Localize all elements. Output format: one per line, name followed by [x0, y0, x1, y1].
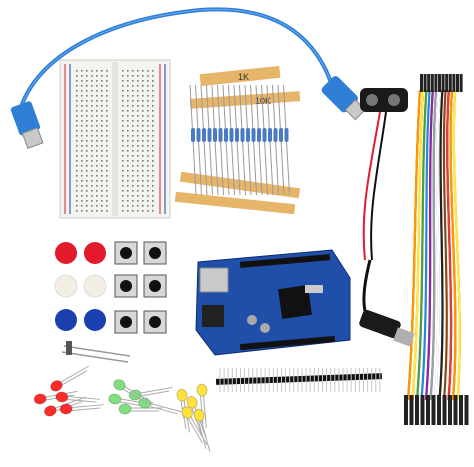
jumper-wire — [406, 89, 422, 401]
jumper-connector — [464, 395, 469, 425]
resistor-10k-label: 10K — [255, 96, 271, 106]
jumper-connector — [404, 395, 408, 425]
jumper-connector — [420, 395, 425, 425]
led — [193, 408, 211, 452]
resistor-body — [202, 128, 206, 142]
resistor-body — [196, 128, 201, 142]
jumper-wire — [433, 89, 441, 401]
red-button-cap — [84, 242, 106, 264]
usb-cable — [10, 7, 366, 149]
jumper-wire — [415, 89, 428, 401]
led — [59, 403, 104, 415]
resistor-body — [191, 128, 195, 142]
resistor-body — [218, 128, 223, 142]
jumper-connector — [441, 74, 445, 92]
resistor-body — [262, 128, 267, 142]
jumper-wires — [404, 74, 469, 425]
blue-button-cap — [84, 309, 106, 331]
jumper-connector — [445, 74, 449, 92]
led — [181, 406, 208, 446]
jumper-wire — [442, 89, 448, 401]
resistor-body — [279, 128, 283, 142]
led — [186, 395, 207, 438]
breadboard — [59, 59, 171, 219]
resistor-body — [235, 128, 239, 142]
jumper-connector — [448, 395, 452, 425]
resistor-body — [246, 128, 250, 142]
led — [55, 391, 100, 403]
jumper-connector — [456, 74, 459, 92]
jumper-connector — [452, 74, 456, 92]
jumper-wire — [424, 89, 434, 401]
jumper-connector — [459, 74, 463, 92]
jumper-connector — [426, 395, 430, 425]
led — [138, 397, 182, 415]
jumper-connector — [431, 395, 436, 425]
tactile-buttons — [54, 241, 167, 334]
red-button-cap — [55, 242, 77, 264]
jumper-connector — [437, 395, 441, 425]
jumper-connector — [430, 74, 434, 92]
jumper-wire — [411, 89, 425, 401]
jumper-connector — [427, 74, 431, 92]
resistor-body — [229, 128, 234, 142]
resistor-body — [224, 128, 228, 142]
component-leads — [61, 341, 131, 363]
jumper-connector — [409, 395, 414, 425]
jumper-connector — [438, 74, 441, 92]
resistor-body — [213, 128, 217, 142]
white-button-cap — [83, 274, 107, 298]
resistor-body — [207, 128, 212, 142]
blue-button-cap — [55, 309, 77, 331]
jumper-connector — [448, 74, 452, 92]
resistor-body — [251, 128, 256, 142]
jumper-connector — [459, 395, 463, 425]
battery-clip — [360, 88, 408, 261]
resistor-body — [240, 128, 245, 142]
pin-header — [215, 368, 383, 392]
resistor-1k-label: 1K — [238, 72, 249, 82]
jumper-connector — [420, 74, 423, 92]
jumper-connector — [442, 395, 447, 425]
jumper-wire — [446, 89, 453, 401]
white-button-cap — [54, 274, 78, 298]
jumper-wire — [452, 89, 461, 401]
microcontroller-board — [195, 249, 351, 356]
resistor-body — [284, 128, 289, 142]
jumper-wire — [449, 89, 457, 401]
jumper-connector — [453, 395, 458, 425]
led — [50, 365, 90, 392]
jumper-connector — [434, 74, 438, 92]
resistor-body — [268, 128, 272, 142]
leds — [33, 365, 211, 452]
resistor-body — [257, 128, 261, 142]
dc-barrel-plug — [359, 259, 415, 347]
jumper-wire — [420, 89, 431, 401]
jumper-wire — [438, 89, 444, 401]
led — [113, 379, 154, 405]
resistor-body — [273, 128, 278, 142]
jumper-wire — [429, 89, 438, 401]
jumper-connector — [415, 395, 419, 425]
resistor-pack: 1K 10K — [174, 65, 301, 215]
jumper-connector — [423, 74, 427, 92]
